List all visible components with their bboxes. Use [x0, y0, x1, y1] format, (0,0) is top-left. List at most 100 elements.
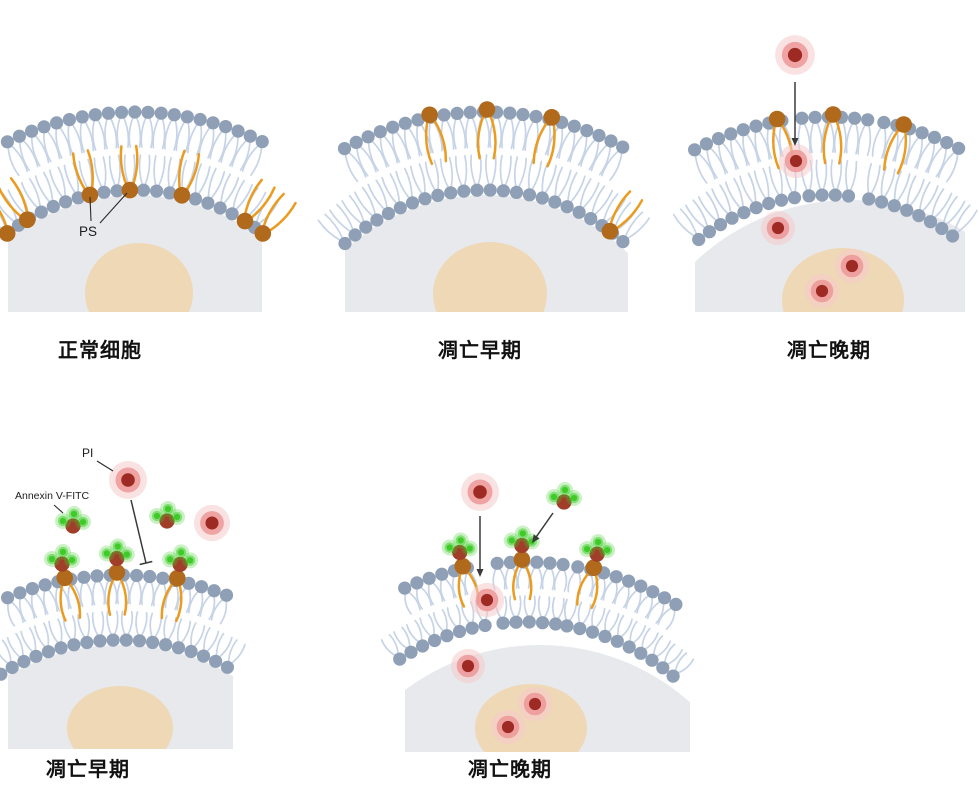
lipid-head [478, 618, 492, 633]
lipid-head [1, 591, 15, 605]
lipid-head [37, 120, 51, 134]
inner-leaflet-heads [692, 188, 960, 247]
lipid-head [110, 184, 124, 198]
pi-molecule [193, 504, 231, 542]
lipid-head [171, 641, 186, 655]
caption-late-apoptosis-stained: 凋亡晚期 [468, 759, 552, 781]
ps-label: PS [79, 224, 98, 239]
lipid-head [496, 184, 510, 198]
pi-core [789, 154, 803, 168]
lipid-head [465, 621, 479, 635]
lipid-head [196, 649, 211, 663]
lipid-head [762, 196, 776, 211]
label-pointer-line [99, 192, 128, 224]
lipid-head [393, 201, 407, 215]
lipid-head [219, 120, 233, 134]
fitc-dot [457, 537, 464, 544]
ps-head [768, 110, 786, 128]
lipid-head [535, 191, 549, 205]
nucleus [85, 243, 193, 312]
lipid-head [724, 127, 738, 141]
lipid-head [522, 188, 537, 202]
ps-lipids [44, 538, 199, 623]
pi-core [205, 516, 219, 530]
lipid-head [912, 209, 926, 223]
lipid-head [940, 136, 954, 150]
lipid-head [188, 192, 202, 206]
pi-label: PI [82, 446, 94, 460]
lipid-head [386, 120, 400, 134]
fitc-dot [68, 556, 76, 564]
ps-head [56, 569, 73, 587]
lipid-head [915, 126, 929, 140]
fitc-dot [595, 539, 602, 546]
lipid-head [567, 119, 581, 133]
outer-leaflet-tails [7, 116, 263, 177]
lipid-head [463, 105, 477, 119]
lipid-head [787, 191, 802, 205]
lipid-head [398, 116, 412, 130]
lipid-head [106, 633, 120, 647]
lipid-head [828, 188, 842, 202]
fitc-dot [114, 543, 121, 550]
lipid-head [692, 232, 706, 247]
panel-normal-cell [0, 105, 297, 312]
lipid-head [361, 130, 375, 144]
fitc-dot [123, 551, 130, 558]
ps-head [824, 106, 842, 123]
lipid-head [604, 134, 618, 148]
lipid-head [861, 113, 875, 127]
lipid-head [416, 639, 430, 653]
lipid-head [119, 633, 133, 647]
annexin-body [159, 513, 175, 529]
lipid-head [457, 184, 471, 198]
lipid-head [725, 211, 739, 225]
cell-body [345, 195, 628, 312]
lipid-head [231, 124, 245, 138]
lipid-head [25, 582, 39, 596]
lipid-head [418, 192, 432, 206]
cell-body [695, 200, 965, 312]
lipid-head [136, 183, 151, 197]
ps-head [0, 225, 16, 242]
fitc-dot [519, 530, 526, 537]
lipid-head [656, 661, 670, 675]
pi-core [473, 485, 487, 499]
blocked-line [130, 499, 147, 564]
lipid-head [209, 654, 223, 668]
lipid-head [156, 571, 170, 585]
lipid-head [669, 597, 683, 612]
annexin-body [589, 546, 605, 562]
lipid-head [666, 669, 680, 683]
annexin-v-fitc-molecule [441, 532, 478, 561]
lipid-head [255, 135, 269, 149]
lipid-head [935, 221, 949, 236]
lipid-head [711, 132, 726, 146]
lipid-head [154, 106, 168, 120]
lipid-head [132, 634, 147, 648]
pi-molecule [469, 582, 505, 618]
pi-core [815, 284, 829, 298]
panel-early-apoptosis-stained [0, 460, 246, 749]
lipid-head [548, 195, 562, 209]
lipid-head [206, 116, 220, 130]
arrow-line [534, 512, 554, 539]
lipid-head [422, 571, 436, 585]
annexin-body [556, 494, 572, 510]
outer-leaflet-tails [404, 566, 676, 630]
annexin-body [172, 556, 188, 573]
lipid-head [774, 193, 789, 207]
ps-head [108, 564, 126, 581]
lipid-head [373, 125, 387, 139]
lipid-head [12, 129, 26, 143]
pi-molecule [775, 35, 815, 75]
pi-core [771, 221, 785, 235]
ps-head [81, 186, 99, 204]
lipid-head [437, 108, 451, 122]
fitc-dot [466, 545, 473, 552]
lipid-head [97, 185, 111, 199]
annexin-v-fitc-label: Annexin V-FITC [15, 490, 90, 502]
inner-leaflet-heads [393, 615, 680, 683]
lipid-head [802, 189, 816, 203]
lipid-head [67, 638, 81, 652]
